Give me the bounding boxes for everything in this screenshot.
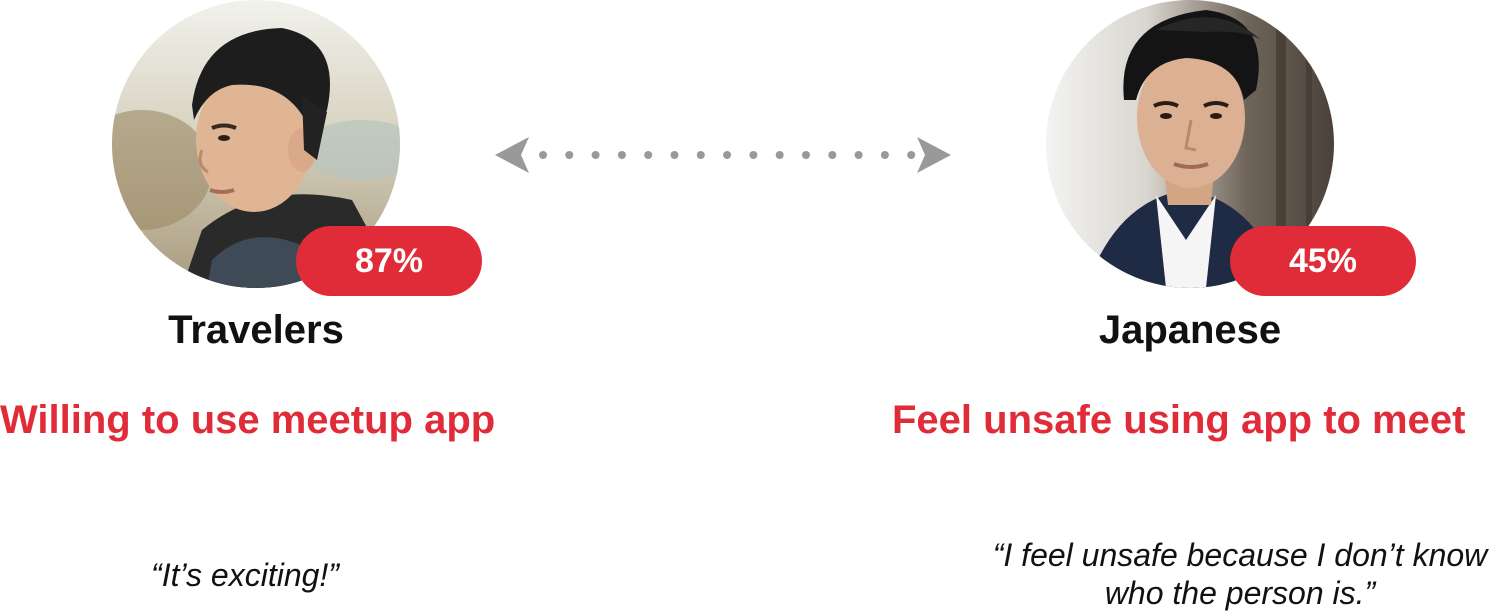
persona-quote: “I feel unsafe because I don’t know who …: [992, 537, 1488, 611]
connector-dot: [828, 151, 837, 159]
connector-dot: [696, 151, 705, 159]
persona-label: Japanese: [1098, 308, 1282, 352]
connector-dot: [749, 151, 758, 159]
connector-dot: [880, 151, 889, 159]
connector-dot: [802, 151, 810, 159]
connector-dot: [591, 151, 600, 159]
connector-dot: [565, 151, 574, 159]
persona-finding: Willing to use meetup app: [0, 398, 496, 442]
persona-japanese: 45% Japanese Feel unsafe using app to me…: [880, 0, 1510, 615]
connector-dot: [539, 151, 547, 159]
avatar-traveler-image: [112, 0, 400, 288]
connector-dot: [723, 151, 732, 159]
connector-dot: [670, 151, 679, 159]
connector-dot: [644, 151, 653, 159]
connector-dot: [617, 151, 626, 159]
double-arrow-dotted-icon: [495, 135, 951, 175]
connector-svg: [495, 137, 951, 173]
persona-finding: Feel unsafe using app to meet: [892, 398, 1466, 442]
connector-dot: [854, 151, 863, 159]
persona-label: Travelers: [168, 308, 344, 352]
percent-badge: 87%: [296, 226, 482, 296]
persona-quote: “It’s exciting!”: [151, 557, 339, 593]
avatar-traveler-photo: [112, 0, 400, 288]
persona-travelers: 87% Travelers Willing to use meetup app …: [0, 0, 520, 615]
connector-dot: [907, 151, 916, 159]
percent-badge: 45%: [1230, 226, 1416, 296]
connector-dot: [775, 151, 784, 159]
